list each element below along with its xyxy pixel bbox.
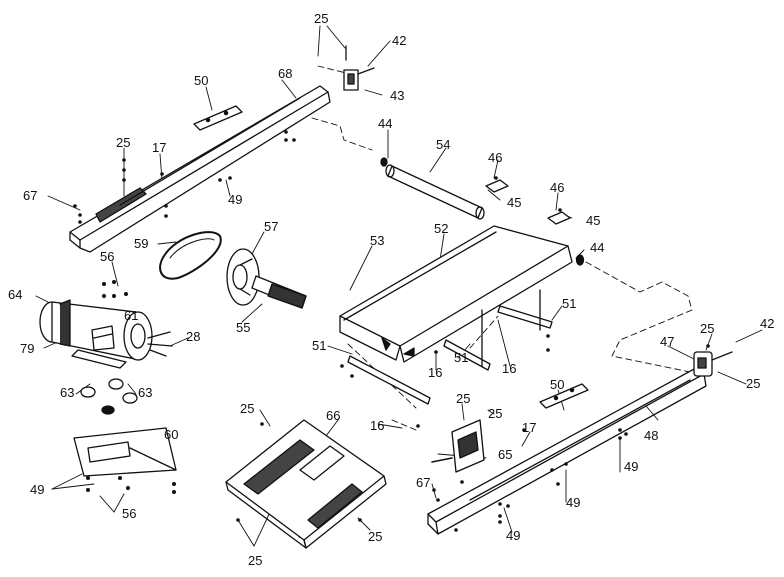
part-43-bracket xyxy=(343,45,375,91)
label-56: 56 xyxy=(100,249,115,264)
label-42: 42 xyxy=(760,316,775,331)
label-49: 49 xyxy=(228,192,243,207)
label-51: 51 xyxy=(454,350,469,365)
part-61-motor xyxy=(39,299,173,369)
label-45: 45 xyxy=(586,213,601,228)
part-60-base xyxy=(73,427,177,477)
part-50-plate-right xyxy=(539,383,589,409)
label-49: 49 xyxy=(506,528,521,543)
label-44: 44 xyxy=(378,116,393,131)
part-57-pulley xyxy=(226,248,307,309)
label-79: 79 xyxy=(20,341,35,356)
label-49: 49 xyxy=(30,482,45,497)
label-44: 44 xyxy=(590,240,605,255)
part-68-side-rail xyxy=(69,85,331,253)
label-25: 25 xyxy=(314,11,329,26)
label-61: 61 xyxy=(124,308,139,323)
label-53: 53 xyxy=(370,233,385,248)
part-63-feet xyxy=(80,378,138,415)
label-16: 16 xyxy=(370,418,385,433)
label-51: 51 xyxy=(312,338,327,353)
label-46: 46 xyxy=(550,180,565,195)
label-60: 60 xyxy=(164,427,179,442)
label-25: 25 xyxy=(248,553,263,568)
label-49: 49 xyxy=(566,495,581,510)
label-59: 59 xyxy=(134,236,149,251)
label-25: 25 xyxy=(240,401,255,416)
label-50: 50 xyxy=(194,73,209,88)
label-50: 50 xyxy=(550,377,565,392)
part-47-end-cap xyxy=(693,351,733,377)
label-25: 25 xyxy=(700,321,715,336)
label-66: 66 xyxy=(326,408,341,423)
part-59-belt xyxy=(159,231,222,280)
label-46: 46 xyxy=(488,150,503,165)
label-63: 63 xyxy=(138,385,153,400)
label-51: 51 xyxy=(562,296,577,311)
assembly-dash-lines xyxy=(311,65,693,431)
label-54: 54 xyxy=(436,137,451,152)
part-52-table xyxy=(339,225,585,363)
label-25: 25 xyxy=(368,529,383,544)
label-25: 25 xyxy=(456,391,471,406)
label-52: 52 xyxy=(434,221,449,236)
label-17: 17 xyxy=(152,140,167,155)
part-65-switch-box xyxy=(431,419,485,473)
part-51-rails xyxy=(347,289,553,405)
label-42: 42 xyxy=(392,33,407,48)
label-57: 57 xyxy=(264,219,279,234)
part-66-pan xyxy=(225,419,387,549)
label-67: 67 xyxy=(23,188,38,203)
label-43: 43 xyxy=(390,88,405,103)
label-65: 65 xyxy=(498,447,513,462)
label-48: 48 xyxy=(644,428,659,443)
label-16: 16 xyxy=(502,361,517,376)
label-68: 68 xyxy=(278,66,293,81)
label-47: 47 xyxy=(660,334,675,349)
label-25: 25 xyxy=(116,135,131,150)
label-49: 49 xyxy=(624,459,639,474)
part-45-plates xyxy=(485,179,571,225)
part-54-roller xyxy=(380,157,485,220)
label-56: 56 xyxy=(122,506,137,521)
part-50-plate xyxy=(193,105,243,131)
label-45: 45 xyxy=(507,195,522,210)
part-48-side-rail xyxy=(427,367,707,535)
label-64: 64 xyxy=(8,287,23,302)
label-67: 67 xyxy=(416,475,431,490)
label-17: 17 xyxy=(522,420,537,435)
label-28: 28 xyxy=(186,329,201,344)
label-63: 63 xyxy=(60,385,75,400)
label-25: 25 xyxy=(746,376,761,391)
label-55: 55 xyxy=(236,320,251,335)
label-25: 25 xyxy=(488,406,503,421)
label-16: 16 xyxy=(428,365,443,380)
